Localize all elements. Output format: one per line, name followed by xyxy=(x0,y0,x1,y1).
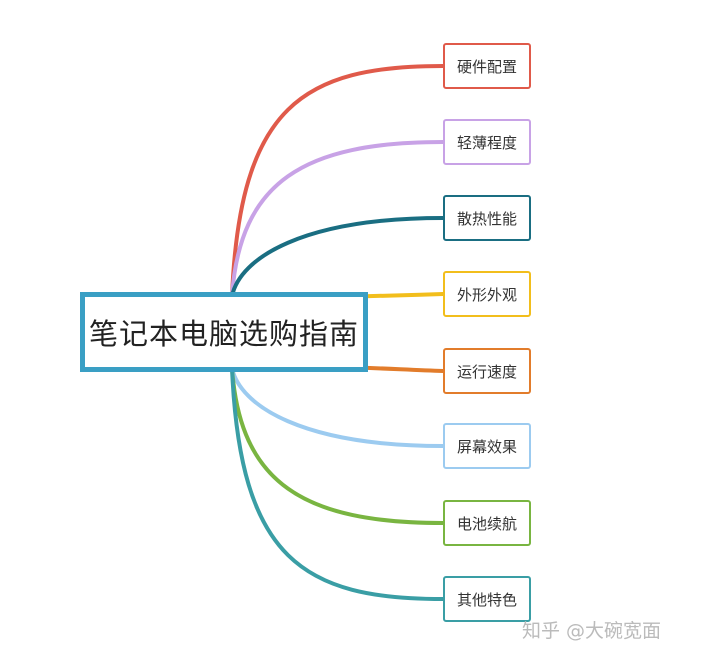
branch-topic-speed[interactable]: 运行速度 xyxy=(443,348,531,394)
branch-topic-thinness[interactable]: 轻薄程度 xyxy=(443,119,531,165)
branch-topic-cooling[interactable]: 散热性能 xyxy=(443,195,531,241)
branch-topic-battery[interactable]: 电池续航 xyxy=(443,500,531,546)
branch-connector-1 xyxy=(230,140,445,298)
branch-topic-screen[interactable]: 屏幕效果 xyxy=(443,423,531,469)
branch-connector-7 xyxy=(230,366,445,601)
root-topic[interactable]: 笔记本电脑选购指南 xyxy=(80,292,368,372)
watermark: 知乎 @大碗宽面 xyxy=(522,620,662,642)
branch-connector-6 xyxy=(230,366,445,525)
branch-connector-2 xyxy=(230,216,445,298)
branch-lines xyxy=(230,64,445,601)
branch-connector-0 xyxy=(230,64,445,298)
branch-topic-hardware-config[interactable]: 硬件配置 xyxy=(443,43,531,89)
branch-topic-appearance[interactable]: 外形外观 xyxy=(443,271,531,317)
branch-topic-other-features[interactable]: 其他特色 xyxy=(443,576,531,622)
branch-connector-5 xyxy=(230,366,445,448)
